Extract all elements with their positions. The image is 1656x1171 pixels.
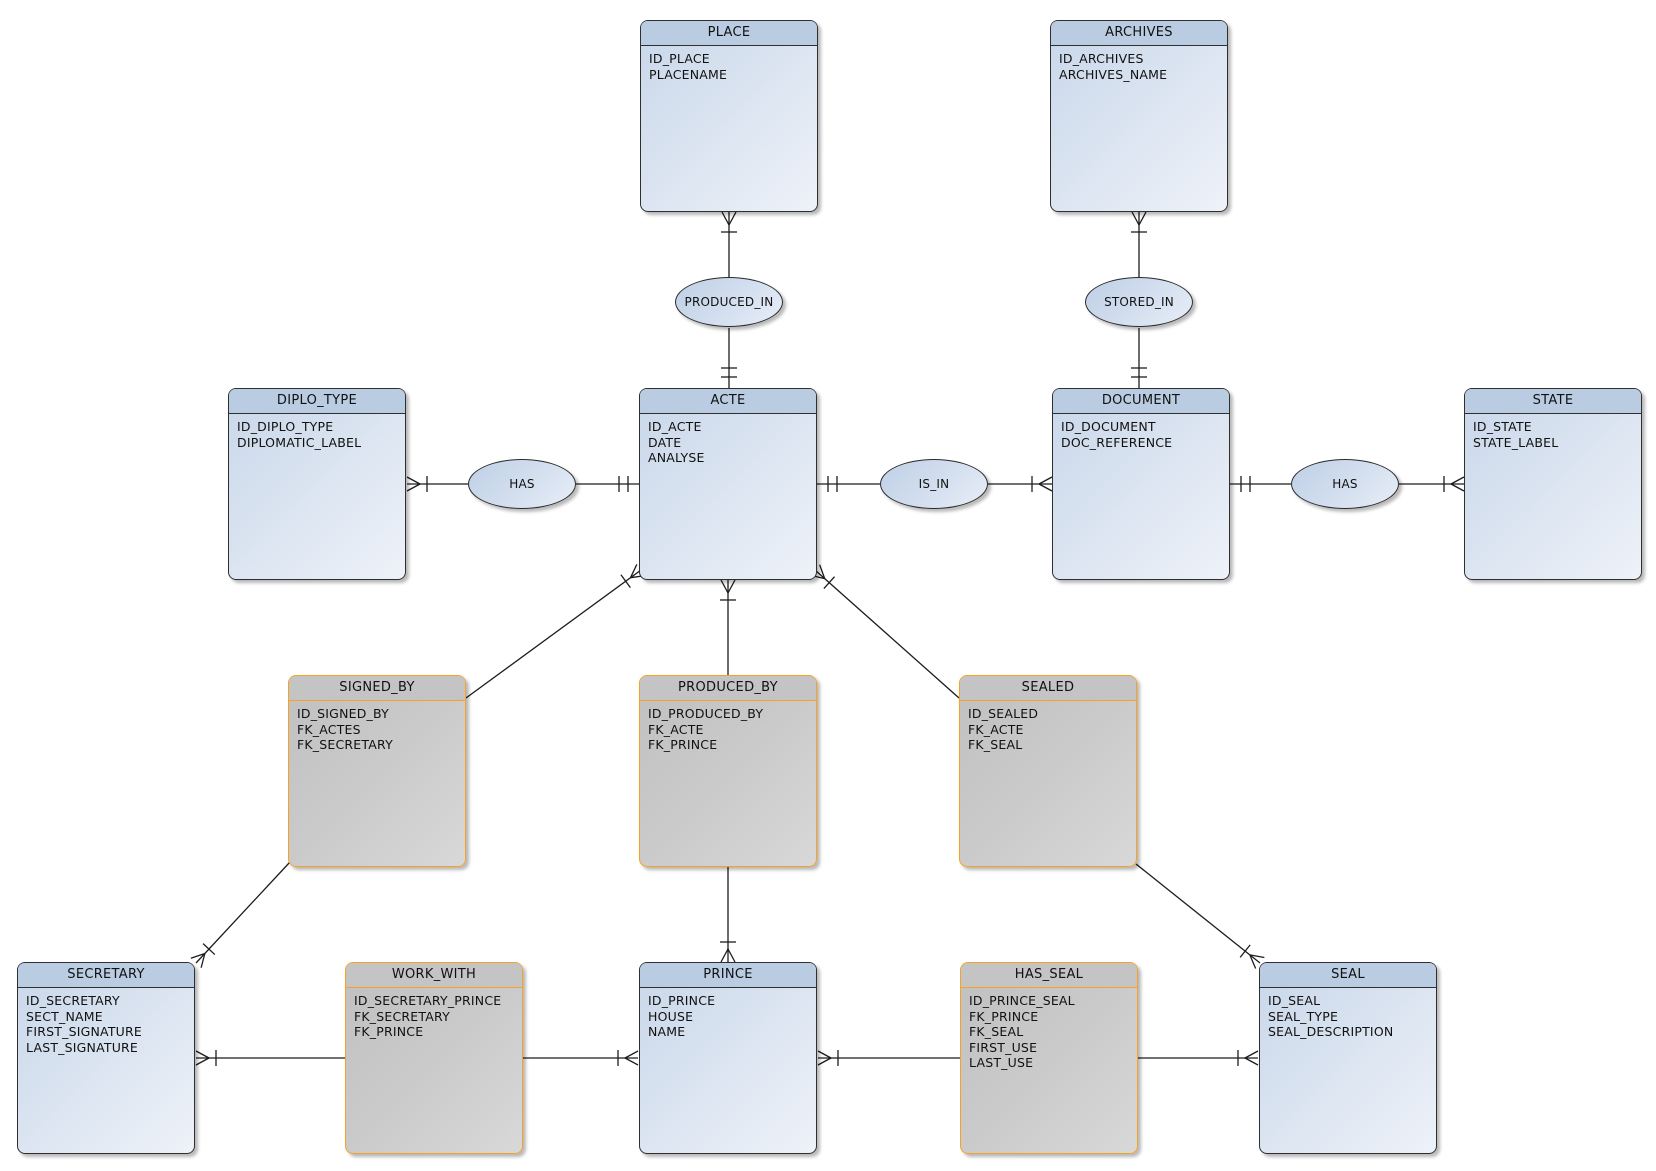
entity-title: PLACE — [641, 21, 817, 46]
connector-produced_in-acte — [721, 328, 737, 388]
entity-title: SECRETARY — [18, 963, 194, 988]
association-attribute-list: ID_PRODUCED_BY FK_ACTE FK_PRINCE — [648, 706, 764, 752]
association-title: SIGNED_BY — [289, 676, 465, 701]
entity-document[interactable]: DOCUMENT ID_DOCUMENT DOC_REFERENCE — [1052, 388, 1230, 580]
association-produced-by[interactable]: PRODUCED_BY ID_PRODUCED_BY FK_ACTE FK_PR… — [639, 675, 817, 867]
relationship-label: HAS — [1332, 477, 1358, 491]
association-attribute-list: ID_SECRETARY_PRINCE FK_SECRETARY FK_PRIN… — [354, 993, 502, 1039]
connector-acte-produced_by — [720, 579, 736, 675]
connector-place-produced_in — [721, 211, 737, 278]
entity-title: ARCHIVES — [1051, 21, 1227, 46]
association-title: WORK_WITH — [346, 963, 522, 988]
entity-attribute-list: ID_SEAL SEAL_TYPE SEAL_DESCRIPTION — [1268, 993, 1394, 1039]
entity-archives[interactable]: ARCHIVES ID_ARCHIVES ARCHIVES_NAME — [1050, 20, 1228, 212]
entity-state[interactable]: STATE ID_STATE STATE_LABEL — [1464, 388, 1642, 580]
connector-signed_by-secretary — [190, 861, 291, 968]
entity-attribute-list: ID_DOCUMENT DOC_REFERENCE — [1061, 419, 1173, 450]
connector-sealed-seal — [1135, 863, 1265, 969]
connector-has_seal-seal — [1138, 1050, 1259, 1066]
entity-title: ACTE — [640, 389, 816, 414]
connector-archives-stored_in — [1131, 211, 1147, 278]
connector-prince-has_seal — [817, 1050, 960, 1066]
relationship-label: STORED_IN — [1104, 295, 1174, 309]
connector-produced_by-prince — [720, 867, 736, 963]
connector-document-has2 — [1230, 476, 1291, 492]
entity-diplo-type[interactable]: DIPLO_TYPE ID_DIPLO_TYPE DIPLOMATIC_LABE… — [228, 388, 406, 580]
entity-prince[interactable]: PRINCE ID_PRINCE HOUSE NAME — [639, 962, 817, 1154]
association-title: PRODUCED_BY — [640, 676, 816, 701]
connector-diplo_type-has — [406, 476, 468, 492]
association-title: HAS_SEAL — [961, 963, 1137, 988]
entity-attribute-list: ID_ARCHIVES ARCHIVES_NAME — [1059, 51, 1168, 82]
connector-has2-state — [1399, 476, 1465, 492]
entity-attribute-list: ID_STATE STATE_LABEL — [1473, 419, 1559, 450]
relationship-label: IS_IN — [918, 477, 950, 491]
entity-attribute-list: ID_PLACE PLACENAME — [649, 51, 728, 82]
relationship-stored-in[interactable]: STORED_IN — [1085, 277, 1193, 327]
connector-work_with-prince — [523, 1050, 639, 1066]
association-has-seal[interactable]: HAS_SEAL ID_PRINCE_SEAL FK_PRINCE FK_SEA… — [960, 962, 1138, 1154]
entity-title: SEAL — [1260, 963, 1436, 988]
entity-place[interactable]: PLACE ID_PLACE PLACENAME — [640, 20, 818, 212]
relationship-label: HAS — [509, 477, 535, 491]
entity-seal[interactable]: SEAL ID_SEAL SEAL_TYPE SEAL_DESCRIPTION — [1259, 962, 1437, 1154]
connector-has-acte — [576, 476, 639, 492]
entity-secretary[interactable]: SECRETARY ID_SECRETARY SECT_NAME FIRST_S… — [17, 962, 195, 1154]
entity-attribute-list: ID_PRINCE HOUSE NAME — [648, 993, 716, 1039]
connector-acte-sealed — [810, 564, 960, 699]
association-work-with[interactable]: WORK_WITH ID_SECRETARY_PRINCE FK_SECRETA… — [345, 962, 523, 1154]
connector-is_in-document — [988, 476, 1053, 492]
entity-attribute-list: ID_SECRETARY SECT_NAME FIRST_SIGNATURE L… — [26, 993, 142, 1055]
relationship-is-in[interactable]: IS_IN — [880, 459, 988, 509]
association-signed-by[interactable]: SIGNED_BY ID_SIGNED_BY FK_ACTES FK_SECRE… — [288, 675, 466, 867]
relationship-has-state[interactable]: HAS — [1291, 459, 1399, 509]
relationship-has-diplo-type[interactable]: HAS — [468, 459, 576, 509]
association-attribute-list: ID_PRINCE_SEAL FK_PRINCE FK_SEAL FIRST_U… — [969, 993, 1075, 1070]
connector-acte-signed_by — [465, 564, 646, 699]
association-title: SEALED — [960, 676, 1136, 701]
entity-title: STATE — [1465, 389, 1641, 414]
association-attribute-list: ID_SIGNED_BY FK_ACTES FK_SECRETARY — [297, 706, 393, 752]
connector-stored_in-document — [1131, 328, 1147, 388]
entity-attribute-list: ID_ACTE DATE ANALYSE — [648, 419, 705, 465]
connector-secretary-work_with — [195, 1050, 345, 1066]
relationship-label: PRODUCED_IN — [684, 295, 774, 309]
association-attribute-list: ID_SEALED FK_ACTE FK_SEAL — [968, 706, 1039, 752]
entity-title: PRINCE — [640, 963, 816, 988]
relationship-produced-in[interactable]: PRODUCED_IN — [675, 277, 783, 327]
entity-title: DIPLO_TYPE — [229, 389, 405, 414]
association-sealed[interactable]: SEALED ID_SEALED FK_ACTE FK_SEAL — [959, 675, 1137, 867]
entity-attribute-list: ID_DIPLO_TYPE DIPLOMATIC_LABEL — [237, 419, 362, 450]
entity-acte[interactable]: ACTE ID_ACTE DATE ANALYSE — [639, 388, 817, 580]
entity-title: DOCUMENT — [1053, 389, 1229, 414]
connector-acte-is_in — [817, 476, 880, 492]
